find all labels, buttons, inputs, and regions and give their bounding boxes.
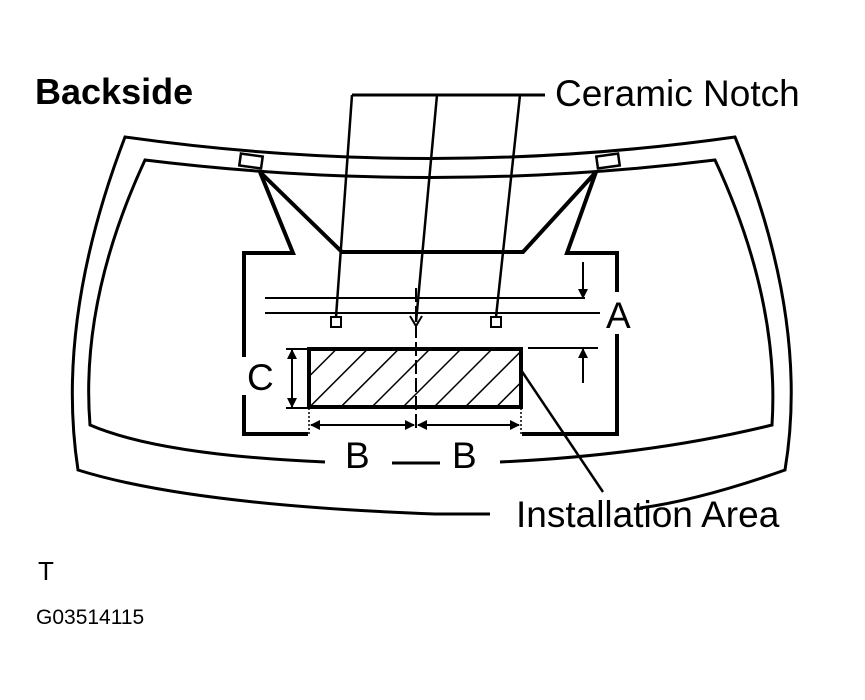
dimension-c-label: C [247, 357, 274, 398]
ceramic-area-bottom-left [242, 430, 308, 436]
diagram-title: Backside [35, 71, 193, 112]
mirror-mount-right [594, 152, 622, 170]
mirror-mount-left [237, 152, 265, 170]
ceramic-notch-left [330, 316, 342, 328]
dimension-a-label: A [606, 295, 631, 336]
windshield-outer-edge [70, 135, 793, 516]
figure-code: G03514115 [36, 606, 144, 629]
ceramic-notch-leader-left [334, 94, 354, 318]
installation-area-leader [519, 369, 605, 493]
footer-mark: T [38, 556, 54, 586]
ceramic-notch-leader-right [494, 94, 522, 318]
installation-area-label: Installation Area [516, 494, 780, 535]
windshield-inner-edge [87, 158, 775, 464]
ceramic-notch-label: Ceramic Notch [555, 73, 800, 114]
dimension-b-left-label: B [345, 435, 370, 476]
dimension-b-right-label: B [452, 435, 477, 476]
ceramic-notch-right [490, 316, 502, 328]
ceramic-notch-leader-center [414, 94, 439, 323]
